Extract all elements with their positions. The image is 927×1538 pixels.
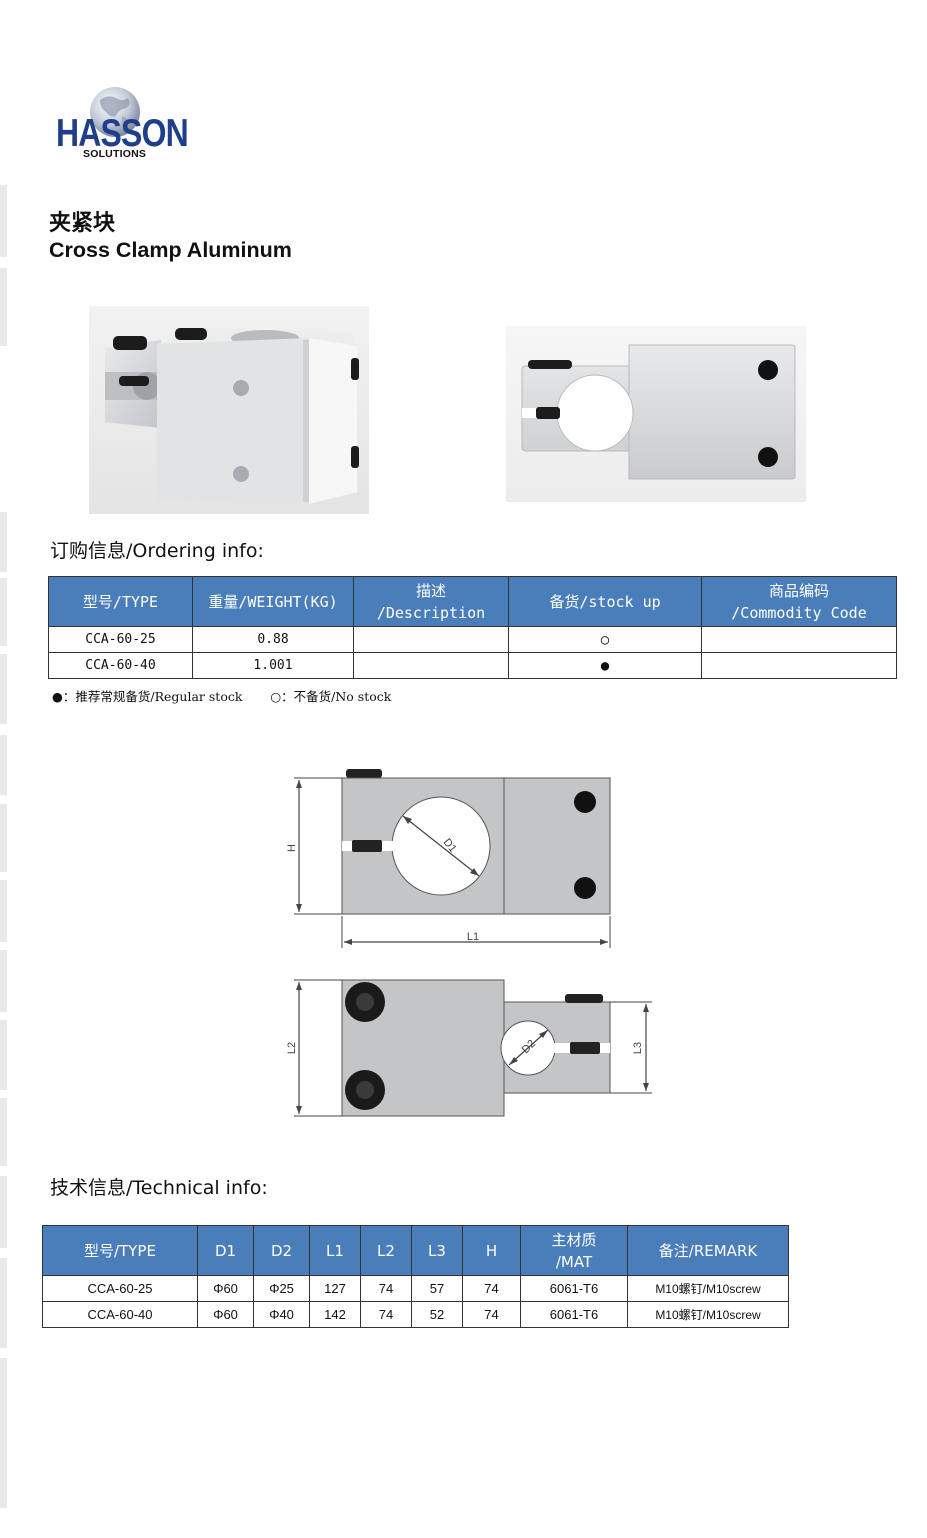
tech-header-d1: D1 <box>197 1225 254 1276</box>
cell-stock: ○ <box>508 626 702 653</box>
header-text: 主材质 <box>551 1230 597 1249</box>
cell-weight: 1.001 <box>192 652 354 679</box>
technical-table: 型号/TYPE D1 D2 L1 L2 L3 H 主材质/MAT 备注/REMA… <box>42 1225 789 1328</box>
cell-code <box>701 652 897 679</box>
cell-type: CCA-60-40 <box>42 1301 198 1328</box>
tech-header-h: H <box>462 1225 521 1276</box>
header-text: /MAT <box>555 1252 593 1271</box>
header-text: D1 <box>214 1241 237 1260</box>
cell-d2: Φ40 <box>253 1301 310 1328</box>
technical-drawing-front: H D1 L1 <box>286 769 611 948</box>
ordering-header-weight: 重量/WEIGHT(KG) <box>192 576 354 627</box>
header-text: 商品编码 <box>768 581 829 600</box>
cell-weight: 0.88 <box>192 626 354 653</box>
table-row: CCA-60-25 Φ60 Φ25 127 74 57 74 6061-T6 M… <box>42 1275 789 1302</box>
cell-type: CCA-60-40 <box>48 652 193 679</box>
header-text: 备货/stock up <box>549 592 661 611</box>
edge-mark <box>0 578 7 646</box>
edge-mark <box>0 185 7 257</box>
header-text: 重量/WEIGHT(KG) <box>208 592 338 611</box>
technical-drawing-side: L2 D2 L3 <box>286 979 652 1117</box>
edge-mark <box>0 268 7 346</box>
header-text: 描述 <box>415 581 446 600</box>
product-title-cn: 夹紧块 <box>49 211 116 236</box>
ordering-header-stock: 备货/stock up <box>508 576 702 627</box>
tech-header-l2: L2 <box>360 1225 412 1276</box>
tech-header-d2: D2 <box>253 1225 310 1276</box>
cell-h: 74 <box>462 1275 521 1302</box>
edge-mark <box>0 880 7 942</box>
header-text: /Commodity Code <box>731 603 867 622</box>
product-photo-front <box>506 326 806 502</box>
cell-l3: 52 <box>411 1301 463 1328</box>
table-row: CCA-60-40 1.001 ● <box>48 652 897 679</box>
legend-regular-stock: ●：推荐常规备货/Regular stock <box>52 689 243 704</box>
product-title-en: Cross Clamp Aluminum <box>49 238 292 262</box>
cell-h: 74 <box>462 1301 521 1328</box>
header-text: L1 <box>326 1241 344 1260</box>
edge-mark <box>0 1358 7 1508</box>
cell-description <box>353 626 509 653</box>
product-photo-perspective <box>89 306 369 514</box>
cell-mat: 6061-T6 <box>520 1275 628 1302</box>
cell-d2: Φ25 <box>253 1275 310 1302</box>
cell-l2: 74 <box>360 1301 412 1328</box>
ordering-header-type: 型号/TYPE <box>48 576 193 627</box>
cell-type: CCA-60-25 <box>48 626 193 653</box>
cell-remark: M10螺钉/M10screw <box>627 1301 789 1328</box>
ordering-table: 型号/TYPE 重量/WEIGHT(KG) 描述/Description 备货/… <box>48 576 897 679</box>
tech-header-l3: L3 <box>411 1225 463 1276</box>
cell-d1: Φ60 <box>197 1301 254 1328</box>
cell-mat: 6061-T6 <box>520 1301 628 1328</box>
cell-remark: M10螺钉/M10screw <box>627 1275 789 1302</box>
header-text: 型号/TYPE <box>82 592 159 611</box>
header-text: /Description <box>376 603 486 622</box>
ordering-header-description: 描述/Description <box>353 576 509 627</box>
cell-l2: 74 <box>360 1275 412 1302</box>
stock-legend: ●：推荐常规备货/Regular stock ○：不备货/No stock <box>52 686 391 705</box>
header-text: L3 <box>428 1241 446 1260</box>
cell-type: CCA-60-25 <box>42 1275 198 1302</box>
edge-mark <box>0 804 7 872</box>
ordering-header-code: 商品编码/Commodity Code <box>701 576 897 627</box>
cell-stock: ● <box>508 652 702 679</box>
edge-mark <box>0 735 7 795</box>
tech-header-type: 型号/TYPE <box>42 1225 198 1276</box>
dim-label-l2: L2 <box>286 1042 298 1054</box>
cell-l1: 142 <box>309 1301 361 1328</box>
cell-description <box>353 652 509 679</box>
globe-icon <box>90 87 140 137</box>
cell-l3: 57 <box>411 1275 463 1302</box>
technical-section-title: 技术信息/Technical info: <box>50 1177 268 1199</box>
brand-logo: HASSON SOLUTIONS <box>52 86 189 160</box>
brand-tagline: SOLUTIONS <box>83 148 147 160</box>
tech-header-mat: 主材质/MAT <box>520 1225 628 1276</box>
header-text: 备注/REMARK <box>658 1241 758 1260</box>
ordering-section-title: 订购信息/Ordering info: <box>50 540 264 562</box>
edge-mark <box>0 1258 7 1348</box>
table-row: CCA-60-40 Φ60 Φ40 142 74 52 74 6061-T6 M… <box>42 1301 789 1328</box>
edge-mark <box>0 1176 7 1248</box>
dim-label-h: H <box>286 844 298 852</box>
header-text: H <box>485 1241 498 1260</box>
edge-mark <box>0 654 7 724</box>
cell-l1: 127 <box>309 1275 361 1302</box>
tech-header-l1: L1 <box>309 1225 361 1276</box>
edge-mark <box>0 950 7 1012</box>
edge-mark <box>0 1020 7 1090</box>
edge-mark <box>0 1098 7 1166</box>
dim-label-l3: L3 <box>632 1042 644 1054</box>
table-row: CCA-60-25 0.88 ○ <box>48 626 897 653</box>
header-text: L2 <box>377 1241 395 1260</box>
legend-no-stock: ○：不备货/No stock <box>270 689 392 704</box>
header-text: 型号/TYPE <box>84 1241 156 1260</box>
edge-mark <box>0 512 7 572</box>
dim-label-l1: L1 <box>467 931 479 943</box>
cell-code <box>701 626 897 653</box>
header-text: D2 <box>270 1241 293 1260</box>
brand-name: HASSON <box>56 112 189 155</box>
cell-d1: Φ60 <box>197 1275 254 1302</box>
tech-header-remark: 备注/REMARK <box>627 1225 789 1276</box>
